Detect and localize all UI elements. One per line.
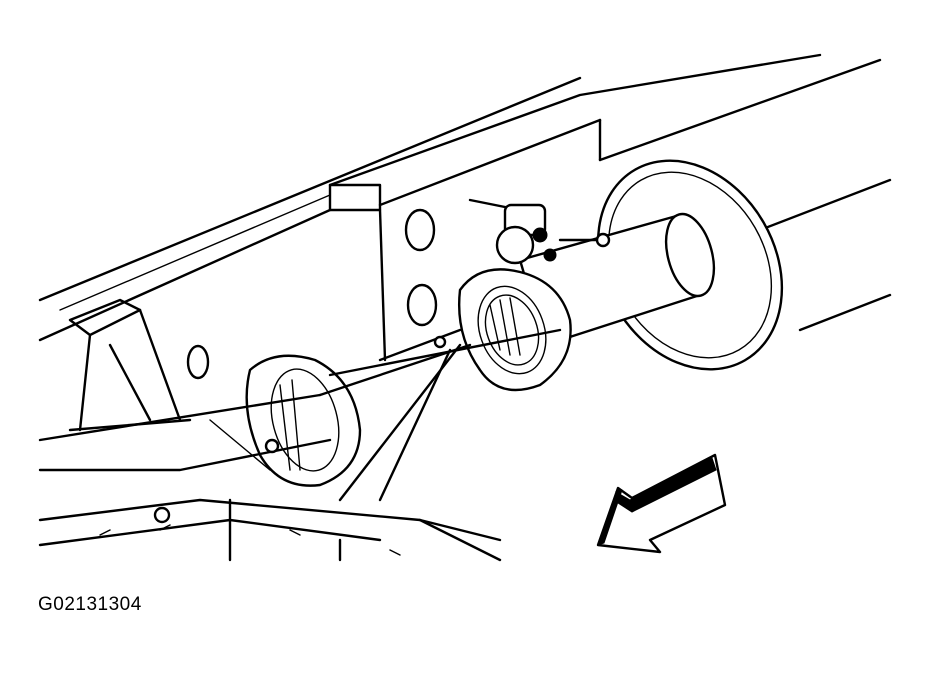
front-direction-arrow-icon	[596, 453, 727, 554]
bracket-holes	[404, 208, 438, 327]
muffler	[596, 58, 892, 371]
frame-rail	[38, 53, 822, 362]
alignment-rods	[318, 328, 562, 502]
flange-right	[458, 268, 572, 392]
flange-left	[245, 354, 362, 487]
pipe-hanger	[468, 198, 611, 265]
intermediate-pipe	[38, 393, 332, 472]
left-bracket	[68, 298, 210, 432]
lower-crossmember	[38, 498, 502, 562]
figure-id-label: G02131304	[38, 594, 142, 615]
